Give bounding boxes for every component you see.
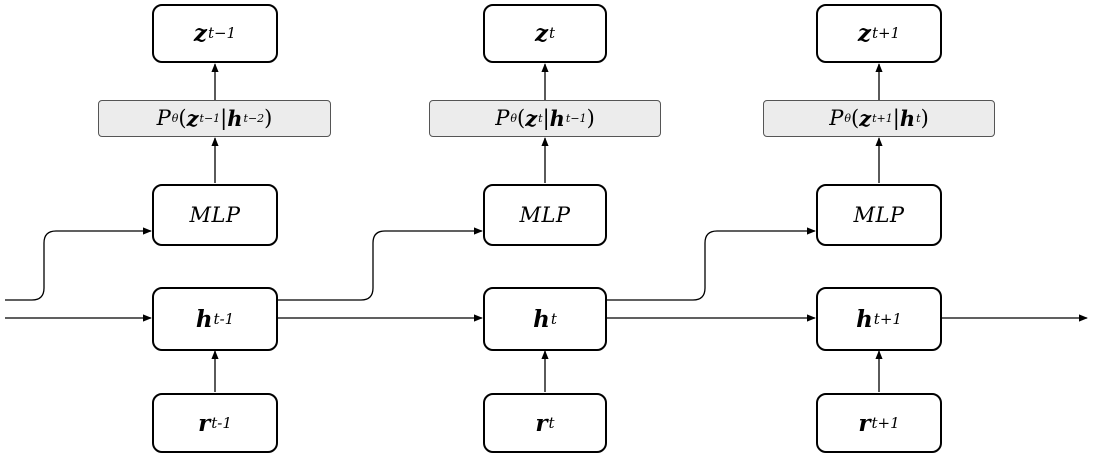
- z-subscript: t−1: [199, 112, 221, 125]
- z-subscript: t+1: [871, 24, 901, 42]
- edge-h0-to-mlp1: [278, 227, 483, 301]
- p-symbol: P: [829, 106, 844, 130]
- mlp-node-t-plus-1: MLP: [816, 184, 942, 246]
- h-subscript: t+1: [873, 309, 902, 328]
- p-symbol: P: [495, 106, 510, 130]
- given-bar: |: [892, 106, 900, 130]
- edge-h1-to-mlp2: [607, 227, 816, 301]
- r-symbol: r: [198, 409, 211, 437]
- z-subscript: t: [549, 24, 556, 42]
- r-subscript: t-1: [211, 413, 232, 432]
- theta-subscript: θ: [171, 112, 179, 125]
- theta-subscript: θ: [844, 112, 851, 125]
- z-symbol: z: [859, 106, 872, 131]
- z-symbol: z: [525, 106, 538, 131]
- r-symbol: r: [535, 409, 548, 437]
- theta-subscript: θ: [510, 112, 517, 125]
- h-symbol: h: [195, 305, 213, 333]
- z-symbol: z: [534, 20, 549, 47]
- open-paren: (: [517, 106, 526, 130]
- r-subscript: t+1: [871, 413, 900, 432]
- h-symbol: h: [899, 106, 916, 131]
- open-paren: (: [178, 106, 187, 130]
- mlp-node-t-minus-1: MLP: [152, 184, 278, 246]
- h-symbol: h: [549, 106, 565, 131]
- mlp-node-t: MLP: [483, 184, 607, 246]
- r-symbol: r: [858, 409, 871, 437]
- z-subscript: t+1: [872, 112, 893, 125]
- h-subscript: t−2: [243, 112, 265, 125]
- z-subscript: t−1: [207, 24, 237, 42]
- h-symbol: h: [227, 106, 243, 131]
- h-subscript: t: [916, 112, 921, 125]
- given-bar: |: [220, 106, 228, 130]
- h-symbol: h: [533, 305, 550, 333]
- p-symbol: P: [156, 106, 171, 130]
- z-subscript: t: [538, 112, 543, 125]
- close-paren: ): [586, 106, 595, 130]
- open-paren: (: [851, 106, 860, 130]
- h-subscript: t: [550, 309, 557, 328]
- edge-hprev-to-mlp0: [5, 227, 152, 301]
- close-paren: ): [920, 106, 929, 130]
- z-symbol: z: [193, 20, 207, 47]
- z-symbol: z: [857, 20, 871, 47]
- h-subscript: t−1: [565, 112, 587, 125]
- h-symbol: h: [856, 305, 873, 333]
- given-bar: |: [542, 106, 550, 130]
- h-subscript: t-1: [213, 309, 235, 328]
- r-subscript: t: [548, 413, 555, 432]
- close-paren: ): [264, 106, 273, 130]
- z-symbol: z: [186, 106, 199, 131]
